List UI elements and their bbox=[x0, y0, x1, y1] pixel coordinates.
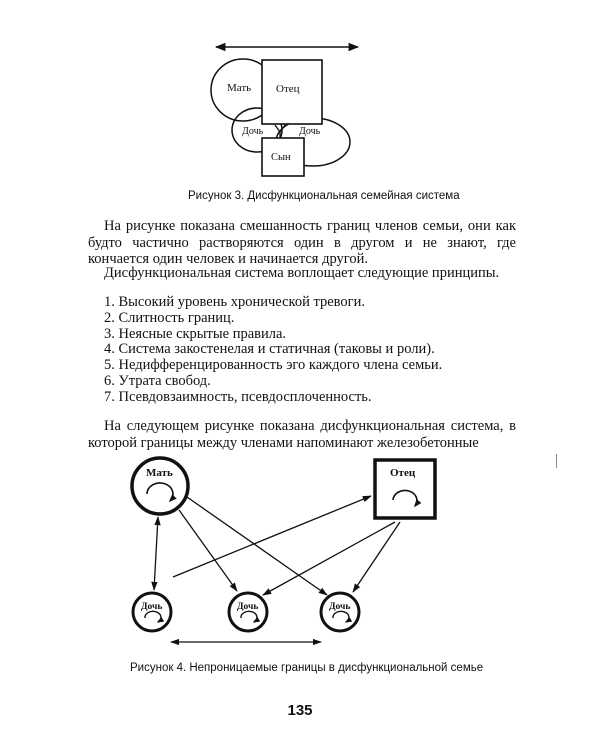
list-item: 1. Высокий уровень хронической тревоги. bbox=[104, 294, 365, 310]
daughter-node-1: Дочь bbox=[131, 591, 173, 633]
cycle-icon bbox=[240, 610, 261, 623]
arrow-mother-daughter2 bbox=[178, 509, 238, 592]
label-mother-2: Мать bbox=[146, 467, 173, 479]
label-daughter-1: Дочь bbox=[141, 602, 162, 612]
paragraph-2: Дисфункциональная система воплощает след… bbox=[104, 265, 500, 281]
paragraph-3: На следующем рисунке показана дисфункцио… bbox=[88, 418, 516, 451]
list-item: 3. Неясные скрытые правила. bbox=[104, 325, 287, 342]
cycle-icon bbox=[332, 610, 353, 623]
list-item: 4. Система закостенелая и статичная (так… bbox=[104, 341, 435, 358]
connector-lines bbox=[274, 124, 286, 138]
mother-node: Мать bbox=[130, 456, 190, 516]
daughter-node-2: Дочь bbox=[227, 591, 269, 633]
cycle-icon bbox=[146, 482, 177, 503]
arrow-daughter1-father bbox=[172, 495, 372, 578]
daughter-node-3: Дочь bbox=[319, 591, 361, 633]
arrow-mother-daughter3 bbox=[186, 496, 328, 596]
cycle-icon bbox=[144, 610, 165, 623]
figure-3-diagram: Мать Отец Дочь Дочь Сын bbox=[210, 42, 360, 177]
list-item: 6. Утрата свобод. bbox=[104, 372, 211, 389]
father-node: Отец bbox=[373, 458, 437, 520]
label-daughter-2: Дочь bbox=[237, 602, 258, 612]
paragraph-1: На рисунке показана смешанность границ ч… bbox=[88, 218, 516, 268]
figure-3-caption: Рисунок 3. Дисфункциональная семейная си… bbox=[188, 190, 460, 202]
label-son: Сын bbox=[271, 152, 291, 163]
figure-4-diagram: Мать Отец Дочь Дочь Дочь bbox=[130, 456, 437, 646]
father-square bbox=[261, 59, 323, 125]
scan-edge-mark bbox=[556, 454, 557, 468]
label-daughter-3: Дочь bbox=[329, 602, 350, 612]
label-father-2: Отец bbox=[390, 467, 416, 479]
arrow-father-daughter3 bbox=[352, 521, 401, 593]
arrow-father-daughter2 bbox=[262, 521, 396, 596]
relation-arrows bbox=[151, 495, 401, 646]
principles-list: 1. Высокий уровень хронической тревоги. … bbox=[104, 294, 443, 406]
label-daughter-left: Дочь bbox=[242, 126, 264, 137]
arrow-mother-daughter1 bbox=[151, 516, 161, 591]
label-daughter-right: Дочь bbox=[299, 126, 321, 137]
son-square bbox=[261, 137, 305, 177]
list-item: 2. Слитность границ. bbox=[104, 309, 235, 326]
page-number: 135 bbox=[287, 702, 313, 719]
label-father: Отец bbox=[276, 83, 300, 95]
list-item: 7. Псевдовзаимность, псевдосплоченность. bbox=[104, 388, 372, 405]
figure-4-caption: Рисунок 4. Непроницаемые границы в дисфу… bbox=[130, 662, 484, 674]
cycle-icon bbox=[392, 489, 422, 508]
list-item: 5. Недифференцированность эго каждого чл… bbox=[104, 357, 443, 374]
label-mother: Мать bbox=[227, 82, 251, 94]
